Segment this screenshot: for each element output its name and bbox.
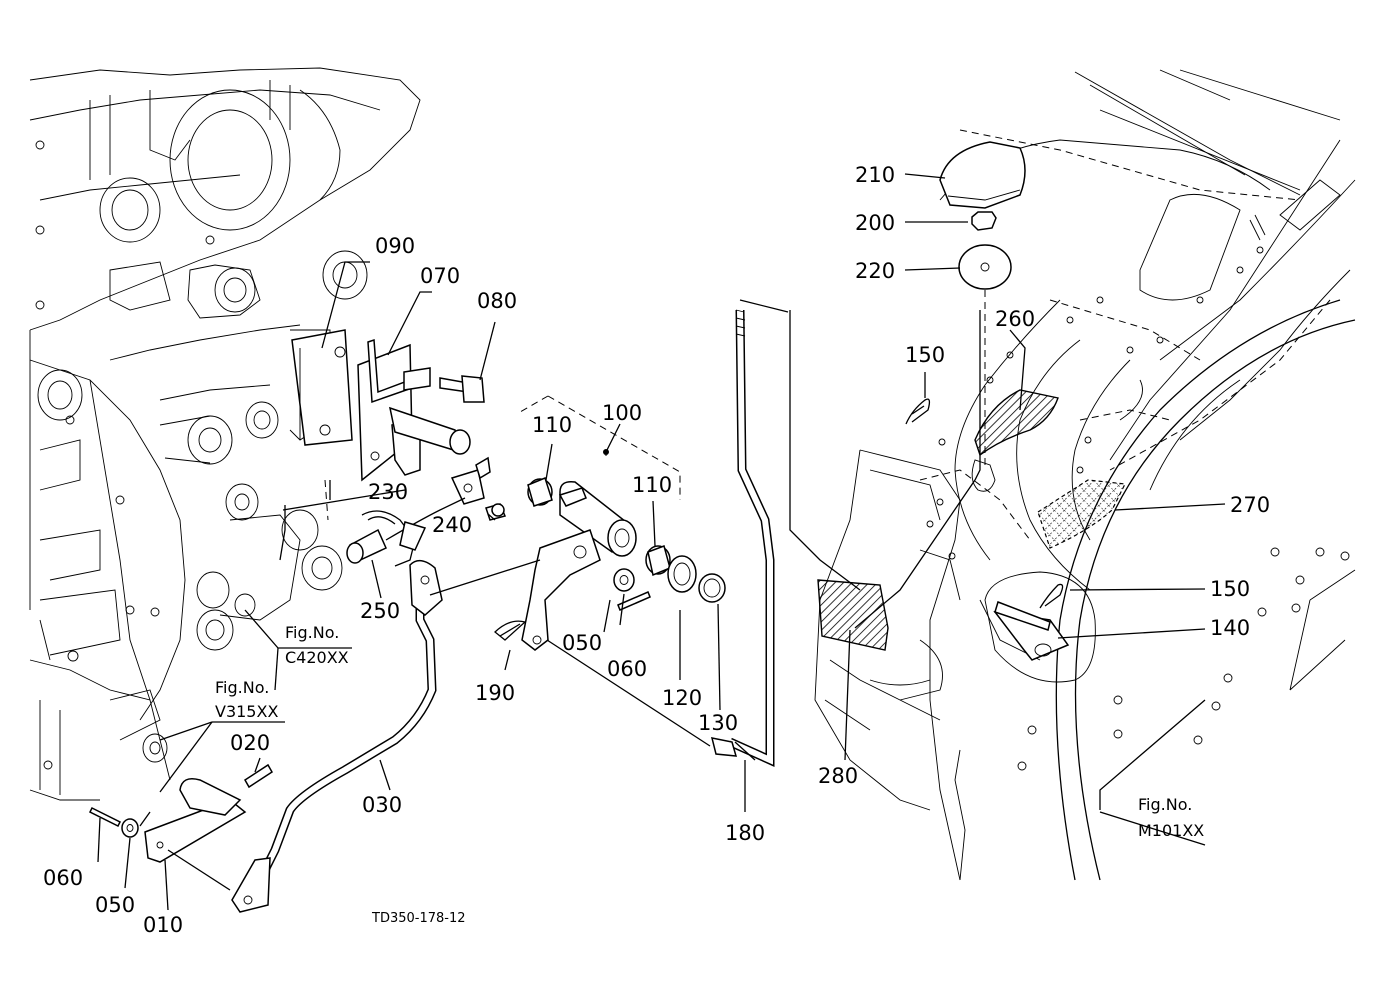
fig-ref-c420-code[interactable]: C420XX bbox=[285, 648, 349, 667]
label-240: 240 bbox=[432, 513, 472, 537]
part-100-cross-shaft bbox=[521, 480, 637, 651]
label-080: 080 bbox=[477, 289, 517, 313]
label-140: 140 bbox=[1210, 616, 1250, 640]
leader-lines bbox=[97, 173, 1226, 911]
label-120: 120 bbox=[662, 686, 702, 710]
part-280-step-mat bbox=[817, 579, 889, 651]
fig-ref-v315-label: Fig.No. bbox=[215, 678, 269, 697]
label-110-right: 110 bbox=[632, 473, 672, 497]
part-200-nut bbox=[971, 211, 997, 231]
part-150-clip-lower bbox=[1039, 583, 1064, 609]
fig-ref-c420-label: Fig.No. bbox=[285, 623, 339, 642]
part-180-lift-rod bbox=[710, 309, 775, 767]
part-220-washer bbox=[958, 244, 1012, 290]
part-140-bracket bbox=[993, 601, 1070, 661]
label-090: 090 bbox=[375, 234, 415, 258]
label-210: 210 bbox=[855, 163, 895, 187]
part-240-screw bbox=[485, 503, 507, 521]
label-220: 220 bbox=[855, 259, 895, 283]
label-260: 260 bbox=[995, 307, 1035, 331]
label-270: 270 bbox=[1230, 493, 1270, 517]
label-060-left: 060 bbox=[43, 866, 83, 890]
label-070: 070 bbox=[420, 264, 460, 288]
part-050-washer-left bbox=[121, 818, 139, 838]
part-060-cotter-pin-center bbox=[617, 591, 651, 611]
part-250-sensor bbox=[346, 497, 466, 567]
label-100: 100 bbox=[602, 401, 642, 425]
label-150-lower: 150 bbox=[1210, 577, 1250, 601]
part-190-pin bbox=[494, 620, 527, 641]
label-250: 250 bbox=[360, 599, 400, 623]
part-070-bracket bbox=[357, 338, 421, 482]
part-150-clip-top bbox=[905, 398, 931, 425]
fig-ref-m101-code[interactable]: M101XX bbox=[1138, 821, 1204, 840]
label-230: 230 bbox=[368, 480, 408, 504]
part-boss-on-housing bbox=[179, 778, 242, 816]
part-labels: 010 020 030 050 050 060 060 070 080 090 … bbox=[43, 163, 1270, 937]
drawing-code: TD350-178-12 bbox=[371, 911, 466, 926]
fig-ref-c420[interactable]: Fig.No. C420XX bbox=[285, 623, 349, 667]
label-030: 030 bbox=[362, 793, 402, 817]
label-190: 190 bbox=[475, 681, 515, 705]
label-060-center: 060 bbox=[607, 657, 647, 681]
label-150-top: 150 bbox=[905, 343, 945, 367]
label-130: 130 bbox=[698, 711, 738, 735]
part-210-knob bbox=[939, 141, 1026, 209]
fig-ref-m101-label: Fig.No. bbox=[1138, 795, 1192, 814]
fig-ref-m101[interactable]: Fig.No. M101XX bbox=[1138, 795, 1204, 840]
part-260-guide-plate bbox=[974, 389, 1059, 457]
label-010: 010 bbox=[143, 913, 183, 937]
part-270-cover-plate bbox=[1037, 479, 1126, 549]
part-050-washer-center bbox=[613, 568, 635, 592]
fig-ref-v315[interactable]: Fig.No. V315XX bbox=[215, 678, 278, 721]
part-130-snap-ring bbox=[698, 573, 726, 603]
part-120-washer bbox=[667, 555, 697, 593]
part-230-harness-clip bbox=[450, 456, 491, 505]
label-280: 280 bbox=[818, 764, 858, 788]
label-110-left: 110 bbox=[532, 413, 572, 437]
fender-structure bbox=[814, 69, 1356, 881]
part-030-lift-rod bbox=[231, 559, 443, 913]
part-080-bolt bbox=[439, 375, 485, 403]
part-090-bracket-plate bbox=[291, 329, 353, 446]
part-020-spring-pin bbox=[243, 763, 274, 789]
label-050-center: 050 bbox=[562, 631, 602, 655]
label-020: 020 bbox=[230, 731, 270, 755]
label-180: 180 bbox=[725, 821, 765, 845]
part-shift-rod-guide bbox=[971, 290, 996, 492]
transmission-housing bbox=[29, 67, 421, 801]
part-060-cotter-pin-left bbox=[88, 806, 122, 828]
part-110-bushing-left bbox=[527, 476, 553, 507]
label-200: 200 bbox=[855, 211, 895, 235]
part-cylinder-shaft bbox=[388, 367, 471, 455]
part-110-bushing-right bbox=[645, 545, 671, 577]
label-050-left: 050 bbox=[95, 893, 135, 917]
fig-ref-v315-code[interactable]: V315XX bbox=[215, 702, 278, 721]
